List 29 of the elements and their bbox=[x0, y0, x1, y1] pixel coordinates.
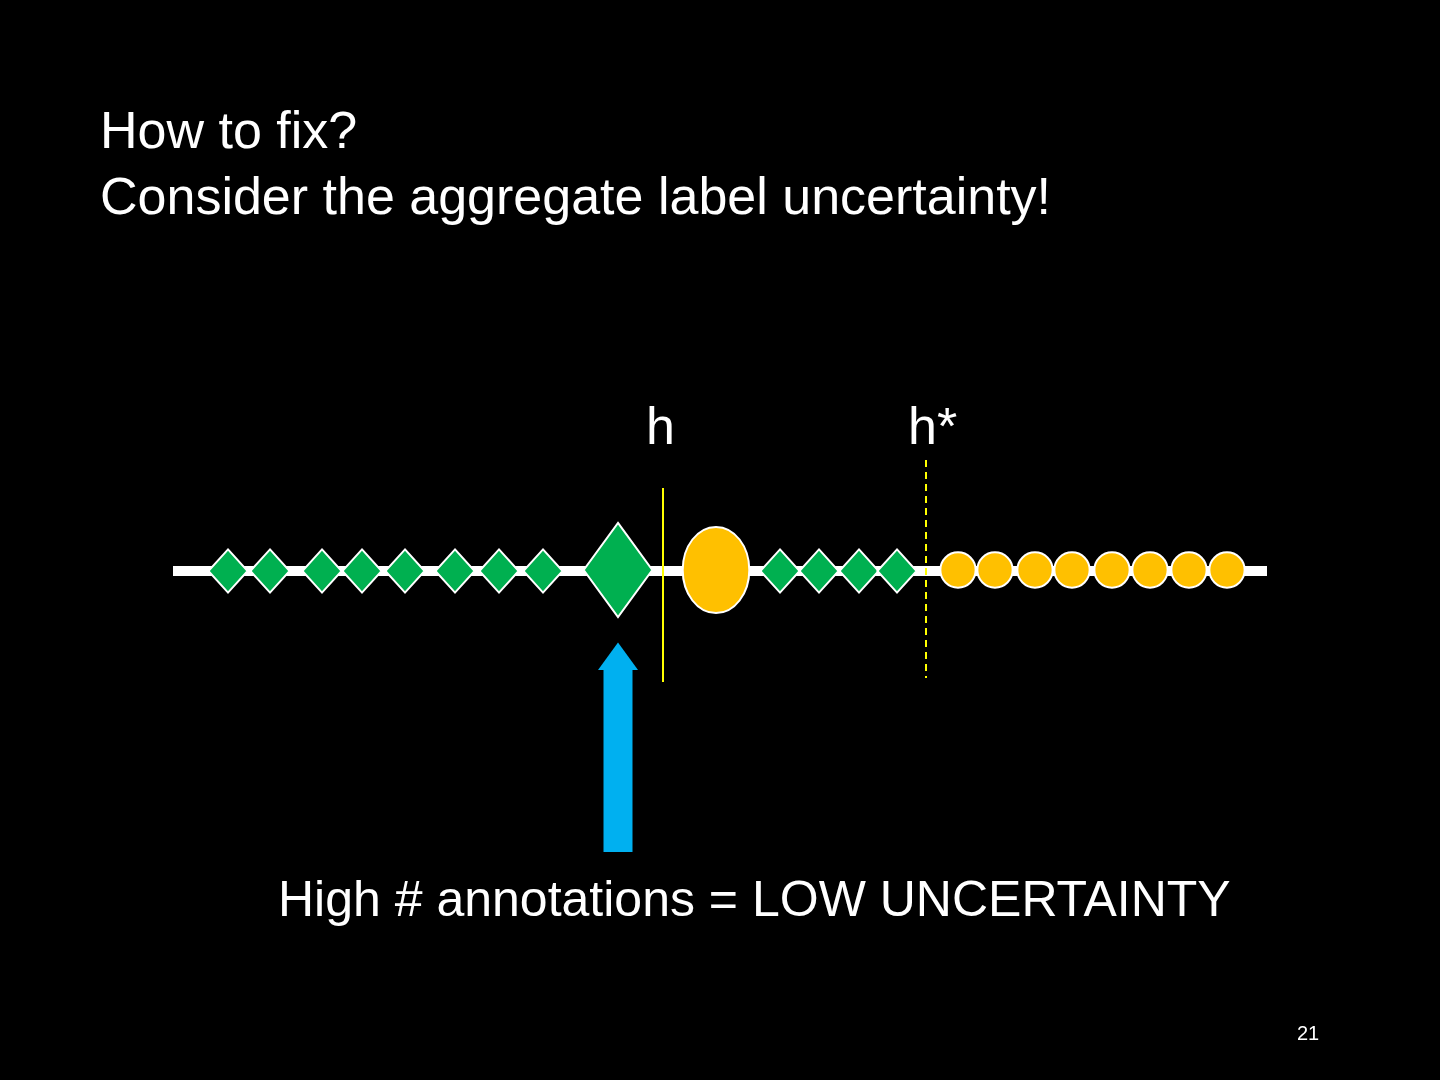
slide-title: How to fix? bbox=[100, 100, 358, 161]
diamond-marker bbox=[302, 549, 342, 593]
diamond-marker bbox=[385, 549, 425, 593]
diamond-marker bbox=[435, 549, 475, 593]
h-label: h bbox=[646, 396, 675, 456]
diamond-marker bbox=[342, 549, 382, 593]
circle-marker bbox=[1094, 552, 1130, 588]
circle-marker bbox=[977, 552, 1013, 588]
circle-marker bbox=[1209, 552, 1245, 588]
annotation-caption: High # annotations = LOW UNCERTAINTY bbox=[278, 868, 1231, 930]
page-number: 21 bbox=[1297, 1021, 1320, 1046]
slide-subtitle: Consider the aggregate label uncertainty! bbox=[100, 166, 1052, 227]
diamond-marker bbox=[799, 549, 839, 593]
diamond-marker bbox=[479, 549, 519, 593]
diamond-marker bbox=[760, 549, 800, 593]
circle-marker bbox=[940, 552, 976, 588]
circle-marker bbox=[1132, 552, 1168, 588]
diamond-marker bbox=[839, 549, 879, 593]
h-star-label: h* bbox=[908, 396, 958, 456]
diamond-marker bbox=[523, 549, 563, 593]
circle-marker bbox=[1171, 552, 1207, 588]
diamond-marker bbox=[877, 549, 917, 593]
diamond-marker bbox=[583, 522, 653, 618]
diamond-marker bbox=[250, 549, 290, 593]
diamond-marker bbox=[208, 549, 248, 593]
block-arrow bbox=[598, 642, 638, 852]
circle-marker bbox=[1017, 552, 1053, 588]
circle-marker bbox=[682, 526, 750, 614]
circle-marker bbox=[1054, 552, 1090, 588]
